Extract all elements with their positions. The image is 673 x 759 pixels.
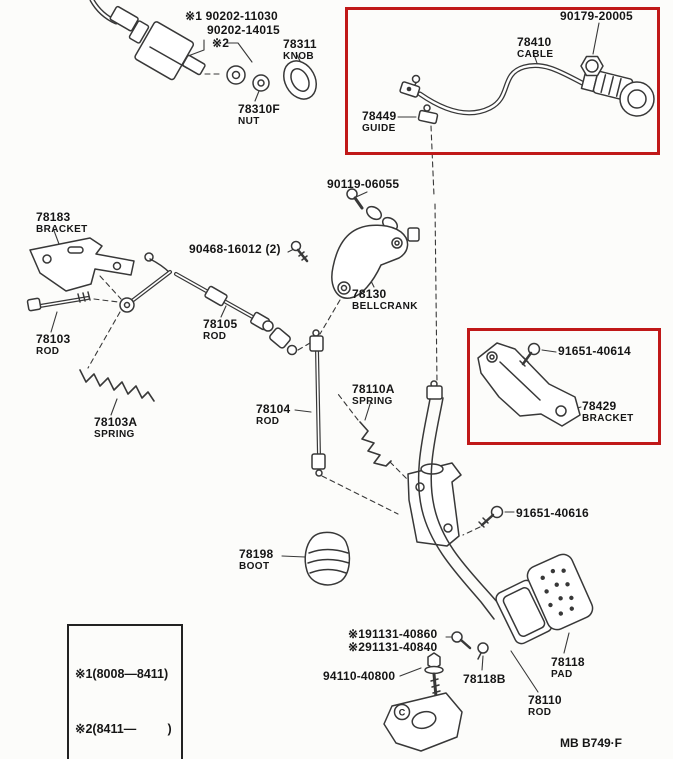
construction-lines <box>87 73 481 710</box>
rod-78103-art <box>26 291 91 312</box>
bolt-191131-art <box>451 631 472 650</box>
label-90468-16012: 90468-16012 (2) <box>189 242 281 256</box>
bellcrank-art <box>331 188 420 299</box>
label-78118b: 78118B <box>463 672 506 686</box>
bracket-78429-art <box>477 342 581 427</box>
label-90119-06055: 90119-06055 <box>327 177 400 191</box>
label-90179-20005: 90179-20005 <box>560 9 633 23</box>
pad-78118-art <box>526 553 594 631</box>
label-91651-40616: 91651-40616 <box>516 506 589 520</box>
label-191131-bolts: ※191131-40860※291131-40840 <box>348 627 438 655</box>
cable-assembly-art <box>399 55 655 125</box>
switch-assembly-art <box>89 0 317 100</box>
boot-cover-mark: C <box>399 708 406 718</box>
label-90202-11030: ※1 90202-11030 <box>185 9 278 23</box>
legend-line-2: ※2(8411— ) <box>75 721 172 736</box>
pedal-bracket-art <box>407 462 462 547</box>
lever-art <box>119 252 172 313</box>
rod-78104-art <box>309 329 326 477</box>
figure-code: MB B749·F <box>560 736 623 750</box>
boot-cover-art: C <box>383 692 463 752</box>
bolt-94110-art <box>424 652 444 699</box>
boot-78198-art <box>304 531 351 586</box>
highlight-box-bracket <box>467 328 661 445</box>
label-mark-2: ※2 <box>212 36 230 50</box>
label-94110-40800: 94110-40800 <box>323 669 396 683</box>
rod-78105-art <box>174 272 270 331</box>
spring-78103a-art <box>79 369 155 402</box>
applicability-legend: ※1(8008—8411) ※2(8411— ) <box>67 624 183 759</box>
stopper-78118b-art <box>477 642 489 660</box>
label-90202-14015: 90202-14015 <box>207 23 280 37</box>
legend-line-1: ※1(8008—8411) <box>75 667 169 682</box>
bracket-78183-art <box>29 237 135 292</box>
highlight-box-cable <box>345 7 660 155</box>
screw-90468-art <box>290 240 309 263</box>
bolt-91651-40616-art <box>478 505 504 528</box>
spring-78110a-art <box>359 421 392 467</box>
joint-art <box>262 320 298 356</box>
label-91651-40614: 91651-40614 <box>558 344 631 358</box>
